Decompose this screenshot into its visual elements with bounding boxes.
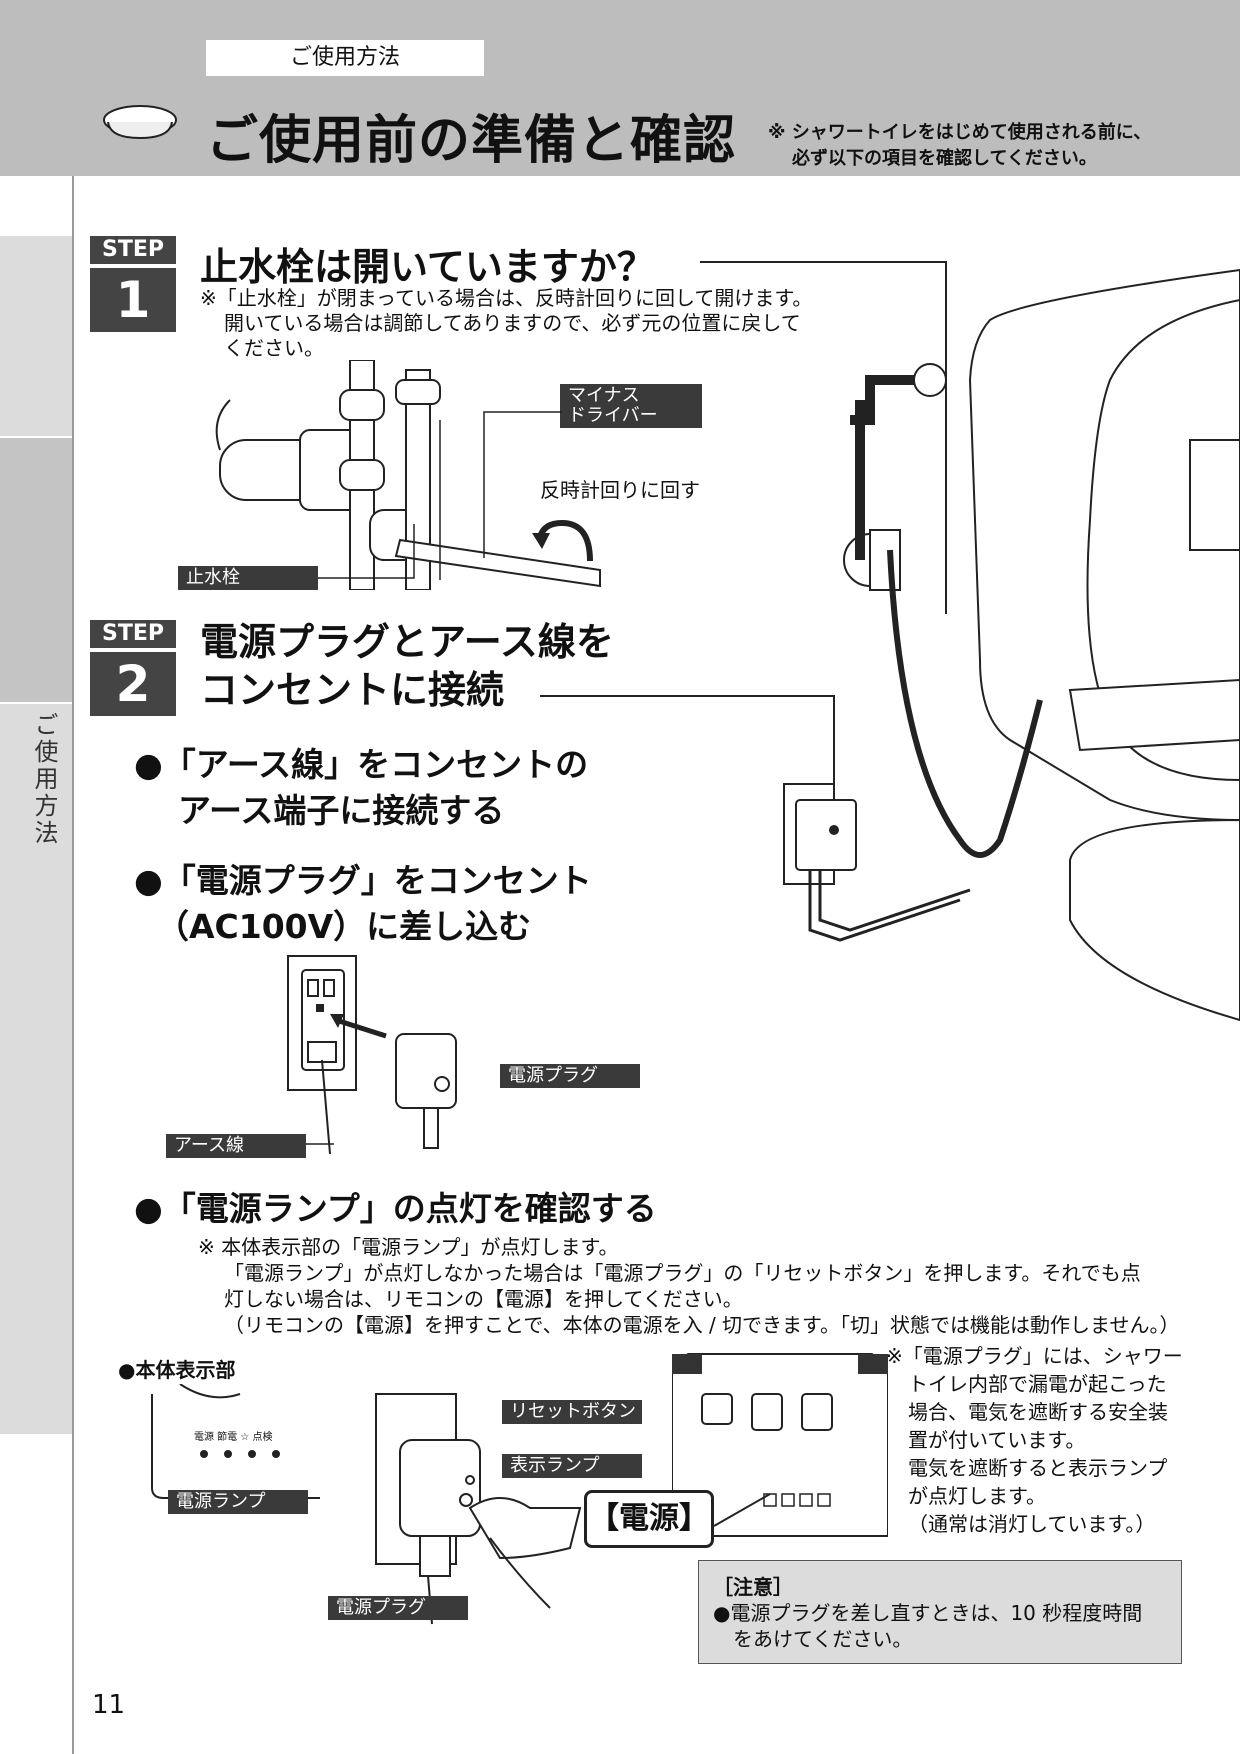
step2-heading: 電源プラグとアース線を コンセントに接続: [200, 620, 614, 712]
section-label: ご使用方法: [206, 40, 484, 76]
step1-badge-label: STEP: [90, 236, 176, 264]
display-lamp-labels: 電源 節電 ☆ 点検: [194, 1432, 273, 1443]
screwdriver-leader-line: [483, 411, 562, 558]
valve-leader-line: [318, 524, 415, 579]
step2-badge-number: 2: [90, 652, 176, 716]
step1-heading: 止水栓は開いていますか？: [200, 245, 655, 289]
step1-note: ※「止水栓」が閉まっている場合は、反時計回りに回して開けます。 開いている場合は…: [200, 286, 813, 360]
plug-label: 電源プラグ: [500, 1064, 640, 1088]
power-lamp-note: ※ 本体表示部の「電源ランプ」が点灯します。 「電源ランプ」が点灯しなかった場合…: [198, 1235, 1180, 1337]
page-title: ご使用前の準備と確認: [206, 111, 737, 171]
step2-leader-line: [540, 695, 835, 818]
valve-label: 止水栓: [178, 566, 318, 590]
dengen-leader-line: [713, 1493, 771, 1527]
header-band: [0, 0, 1240, 176]
toilet-seat-icon: [103, 105, 177, 140]
earth-wire-label: アース線: [166, 1134, 306, 1158]
bullet-earth: ●「アース線」をコンセントの アース端子に接続する: [134, 745, 589, 830]
rotate-text: 反時計回りに回す: [540, 478, 700, 502]
dengen-callout: 【電源】: [584, 1490, 714, 1548]
screwdriver-label: マイナス ドライバー: [560, 384, 702, 428]
counterclockwise-arrow-icon: [532, 519, 593, 562]
side-tab: [0, 438, 72, 702]
header-note: ※ シャワートイレをはじめて使用される前に、 必ず以下の項目を確認してください。: [768, 122, 1152, 169]
side-tab-label: ご使用方法: [30, 712, 58, 847]
page-number: 11: [92, 1690, 126, 1720]
bullet-plug: ●「電源プラグ」をコンセント （AC100V）に差し込む: [134, 861, 592, 946]
left-rule: [72, 176, 74, 1754]
plug-label-bottom: 電源プラグ: [328, 1596, 468, 1620]
wall-outlet-illustration: [783, 783, 971, 942]
bullet-power-lamp: ●「電源ランプ」の点灯を確認する: [134, 1189, 657, 1228]
indicator-lamp-label: 表示ランプ: [502, 1454, 642, 1478]
safety-note: ※「電源プラグ」には、シャワー トイレ内部で漏電が起こった 場合、電気を遮断する…: [886, 1344, 1183, 1536]
plug-reset-illustration: [375, 1393, 582, 1625]
caution-text: ●電源プラグを差し直すときは、10 秒程度時間 をあけてください。: [713, 1601, 1143, 1651]
caution-box: ［注意］ ●電源プラグを差し直すときは、10 秒程度時間 をあけてください。: [698, 1560, 1182, 1664]
display-section-title: ●本体表示部: [118, 1358, 236, 1382]
side-tab: [0, 236, 72, 436]
side-tab-active: [0, 704, 72, 1434]
remote-control-illustration: [672, 1353, 888, 1537]
toilet-illustration: [843, 268, 1240, 1022]
reset-button-label: リセットボタン: [502, 1400, 642, 1424]
plug-outlet-illustration: [287, 955, 457, 1154]
earth-leader-line: [306, 1143, 334, 1145]
power-lamp-label: 電源ランプ: [168, 1490, 308, 1514]
valve-illustration: [215, 360, 601, 590]
step1-leader-line: [700, 261, 947, 614]
main-unit-display-illustration: [151, 1384, 320, 1499]
step1-badge-number: 1: [90, 268, 176, 332]
step2-badge-label: STEP: [90, 620, 176, 648]
caution-title: ［注意］: [713, 1575, 793, 1599]
